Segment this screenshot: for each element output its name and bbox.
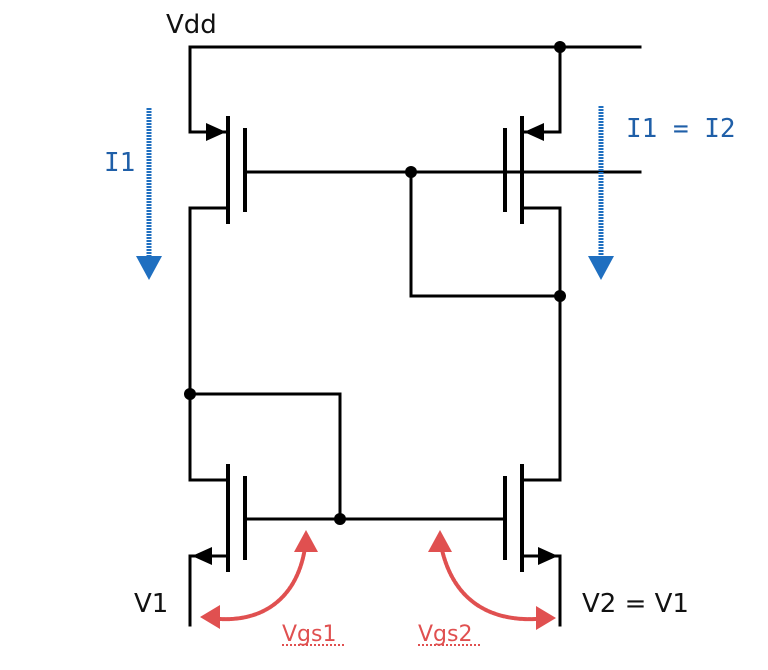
vgs2-curve [438, 538, 550, 622]
current-arrow-left-head [136, 256, 162, 280]
pmos-left [188, 45, 247, 482]
label-i1-eq-i2: I1 = I2 [626, 114, 736, 144]
label-v1: V1 [134, 589, 168, 619]
vgs1-arrowhead-top [294, 530, 318, 552]
junction-diode-right [554, 290, 566, 302]
vgs-annotations [208, 538, 550, 622]
label-vgs1: Vgs1 [282, 622, 336, 647]
label-v2-eq-v1: V2 = V1 [582, 589, 689, 619]
nmos-right-arrow [538, 547, 558, 565]
junction-dots [184, 41, 566, 525]
pmos-right [503, 45, 562, 482]
pmos-right-arrow [524, 123, 544, 141]
vgs-arrowheads [200, 530, 556, 630]
circuit-wires [188, 45, 642, 627]
vgs1-curve [208, 538, 308, 622]
pmos-left-arrow [206, 123, 226, 141]
transistor-arrows [192, 123, 558, 565]
nmos-right [503, 464, 562, 627]
vgs2-arrowhead-bottom [536, 606, 556, 630]
current-arrows [136, 106, 614, 280]
nmos-left-arrow [192, 547, 212, 565]
nmos-left [188, 464, 247, 627]
junction-left-drain [184, 388, 196, 400]
junction-nmos-gate [334, 513, 346, 525]
label-vdd: Vdd [166, 10, 217, 40]
current-arrow-right-head [588, 256, 614, 280]
vgs1-arrowhead-bottom [200, 605, 220, 629]
label-vgs2: Vgs2 [418, 622, 472, 647]
junction-pmos-gate [405, 166, 417, 178]
label-i1: I1 [104, 148, 135, 178]
vgs2-arrowhead-top [428, 530, 452, 552]
junction-vdd-right [554, 41, 566, 53]
